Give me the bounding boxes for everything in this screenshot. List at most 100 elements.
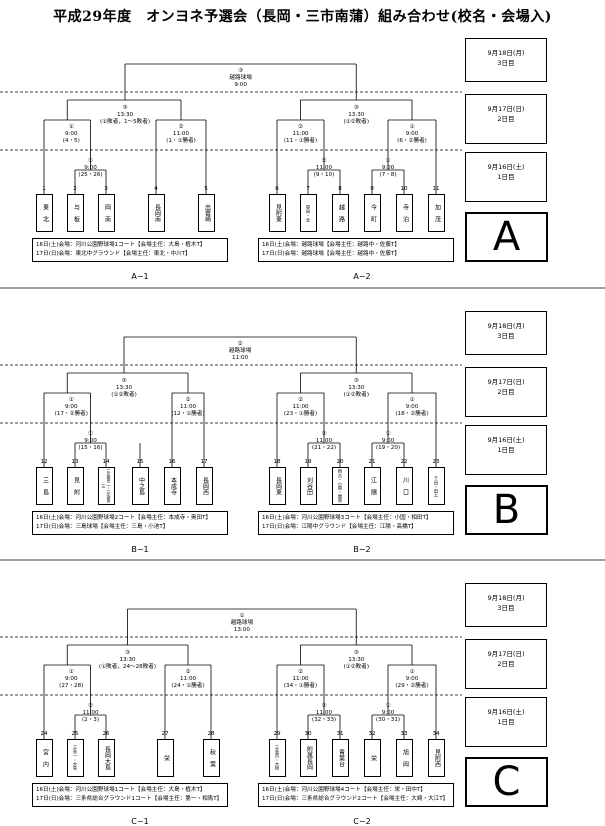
page-title: 平成29年度 オンヨネ予選会（長岡・三市南蒲）組み合わせ(校名・会場入) <box>53 9 552 25</box>
match-label: ② 11:00 (11・①勝者) <box>283 124 318 144</box>
match-label: ① 9:00 (25・26) <box>78 158 103 178</box>
team-box: 秋 葉 <box>203 739 220 777</box>
day-box: 9月17日(日) 2日目 <box>465 94 547 144</box>
team-name: 栄 <box>162 755 170 761</box>
match-label: ③ 13:30 (①敗者，1〜5敗者) <box>99 105 151 125</box>
match-label: ① 9:00 (27・28) <box>59 669 84 689</box>
team-name: 寺 泊 <box>401 204 409 222</box>
match-label: ② 11:00 (12・①勝者) <box>171 397 205 417</box>
team-number: 14 <box>102 459 110 465</box>
team-box: 中之島 <box>132 467 149 505</box>
team-box: 下田・田上 <box>428 467 445 505</box>
team-name: 長岡西 <box>201 477 209 495</box>
match-label: ① 9:00 (6・②勝者) <box>397 124 427 144</box>
team-name: 栖吉・小国・関原 <box>338 469 343 503</box>
team-box: 栖吉・小国・関原 <box>332 467 349 505</box>
match-label: ② 11:00 (21・22) <box>311 431 337 451</box>
team-box: 江 陽 <box>364 467 381 505</box>
team-number: 33 <box>400 731 408 737</box>
team-box: 加 茂 <box>428 194 445 232</box>
team-box: 宮 内 <box>36 739 53 777</box>
team-box: 見附西 <box>428 739 445 777</box>
team-number: 11 <box>432 186 440 192</box>
team-name: 旭 岡 <box>401 749 409 767</box>
team-number: 31 <box>336 731 344 737</box>
match-label: ① 9:00 (4・5) <box>62 124 80 144</box>
team-box: 三島西・大崎 <box>269 739 286 777</box>
team-number: 10 <box>400 186 408 192</box>
team-box: 見 附 <box>67 467 84 505</box>
block-letter: C <box>465 757 548 807</box>
team-box: 越 路 <box>332 194 349 232</box>
team-number: 20 <box>336 459 344 465</box>
venue-info: 16日(土)会場：河川公園野球場1コート【会場主任：大島・植木T】 17日(日)… <box>32 783 228 807</box>
team-name: 与 板 <box>72 204 80 222</box>
team-box: 長岡西 <box>196 467 213 505</box>
team-box: 本成寺 <box>164 467 181 505</box>
block-letter: A <box>465 212 548 262</box>
block-letter: B <box>465 485 548 535</box>
team-box: 東 北 <box>36 194 53 232</box>
team-box: 長岡大島 <box>98 739 115 777</box>
day-box: 9月18日(月) 3日目 <box>465 38 547 82</box>
final-label: ① 越路球場 13:00 <box>230 613 254 633</box>
team-box: 栄 <box>157 739 174 777</box>
venue-info: 16日(土)会場：河川公園野球場1コート【会場主任：大島・植木T】 17日(日)… <box>32 238 228 262</box>
team-number: 26 <box>102 731 110 737</box>
match-label: ③ 13:30 (①②敗者) <box>343 378 370 398</box>
team-box: 川 口 <box>396 467 413 505</box>
team-name: 川 口 <box>401 477 409 495</box>
team-box: 三島一・大島 <box>67 739 84 777</box>
team-number: 8 <box>338 186 342 192</box>
team-box: 附属長岡 <box>300 739 317 777</box>
team-box: 与 板 <box>67 194 84 232</box>
final-label: ③ 越路球場 9:00 <box>229 68 252 88</box>
team-number: 4 <box>154 186 158 192</box>
team-number: 29 <box>273 731 281 737</box>
match-label: ① 9:00 (30・31) <box>375 703 401 723</box>
final-label: ② 越路球場 11:00 <box>228 341 252 361</box>
team-name: 加 茂 <box>433 204 441 222</box>
day-box: 9月16日(土) 1日目 <box>465 425 547 475</box>
match-label: ③ 13:30 (①②敗者) <box>343 105 370 125</box>
team-number: 9 <box>370 186 374 192</box>
team-name: 中之島 <box>137 477 145 495</box>
team-number: 12 <box>40 459 48 465</box>
day-box: 9月18日(月) 3日目 <box>465 311 547 355</box>
team-name: 堤岡・北 <box>306 204 311 222</box>
team-name: 見附東 <box>274 204 282 222</box>
team-name: 刈谷田 <box>305 477 313 495</box>
team-number: 24 <box>40 731 48 737</box>
team-box: 刈谷田 <box>300 467 317 505</box>
team-number: 23 <box>432 459 440 465</box>
team-box: 岡 南 <box>98 194 115 232</box>
team-name: 三島一・大島 <box>73 745 78 771</box>
match-label: ③ 13:30 (①敗者，24〜28敗者) <box>98 650 157 670</box>
team-name: 東 北 <box>41 204 49 222</box>
team-name: 今 町 <box>369 204 377 222</box>
match-label: ① 9:00 (29・②勝者) <box>395 669 429 689</box>
day-box: 9月18日(月) 3日目 <box>465 583 547 627</box>
team-name: 江 陽 <box>369 477 377 495</box>
sub-block-label: A−1 <box>131 272 149 281</box>
team-number: 34 <box>432 731 440 737</box>
match-label: ② 11:00 (24・①勝者) <box>171 669 205 689</box>
team-number: 27 <box>161 731 169 737</box>
team-number: 30 <box>304 731 312 737</box>
team-box: 長岡東 <box>269 467 286 505</box>
team-name: 見附西 <box>433 749 441 767</box>
team-box: 堤岡・北 <box>300 194 317 232</box>
team-name: 本成寺 <box>169 477 177 495</box>
team-box: 青葉台 <box>332 739 349 777</box>
match-label: ② 11:00 (1・①勝者) <box>166 124 196 144</box>
match-label: ② 11:00 (23・①勝者) <box>283 397 318 417</box>
match-label: ② 11:00 (34・①勝者) <box>283 669 318 689</box>
team-number: 18 <box>273 459 281 465</box>
day-box: 9月16日(土) 1日目 <box>465 697 547 747</box>
team-name: 出雲崎 <box>203 204 211 222</box>
day-box: 9月17日(日) 2日目 <box>465 639 547 689</box>
sub-block-label: B−2 <box>353 545 371 554</box>
venue-info: 16日(土)会場：河川公園野球場2コート【会場主任：本成寺・奥田T】 17日(日… <box>32 511 228 535</box>
match-label: ② 11:00 (9・10) <box>313 158 335 178</box>
team-box: 長岡南 <box>148 194 165 232</box>
